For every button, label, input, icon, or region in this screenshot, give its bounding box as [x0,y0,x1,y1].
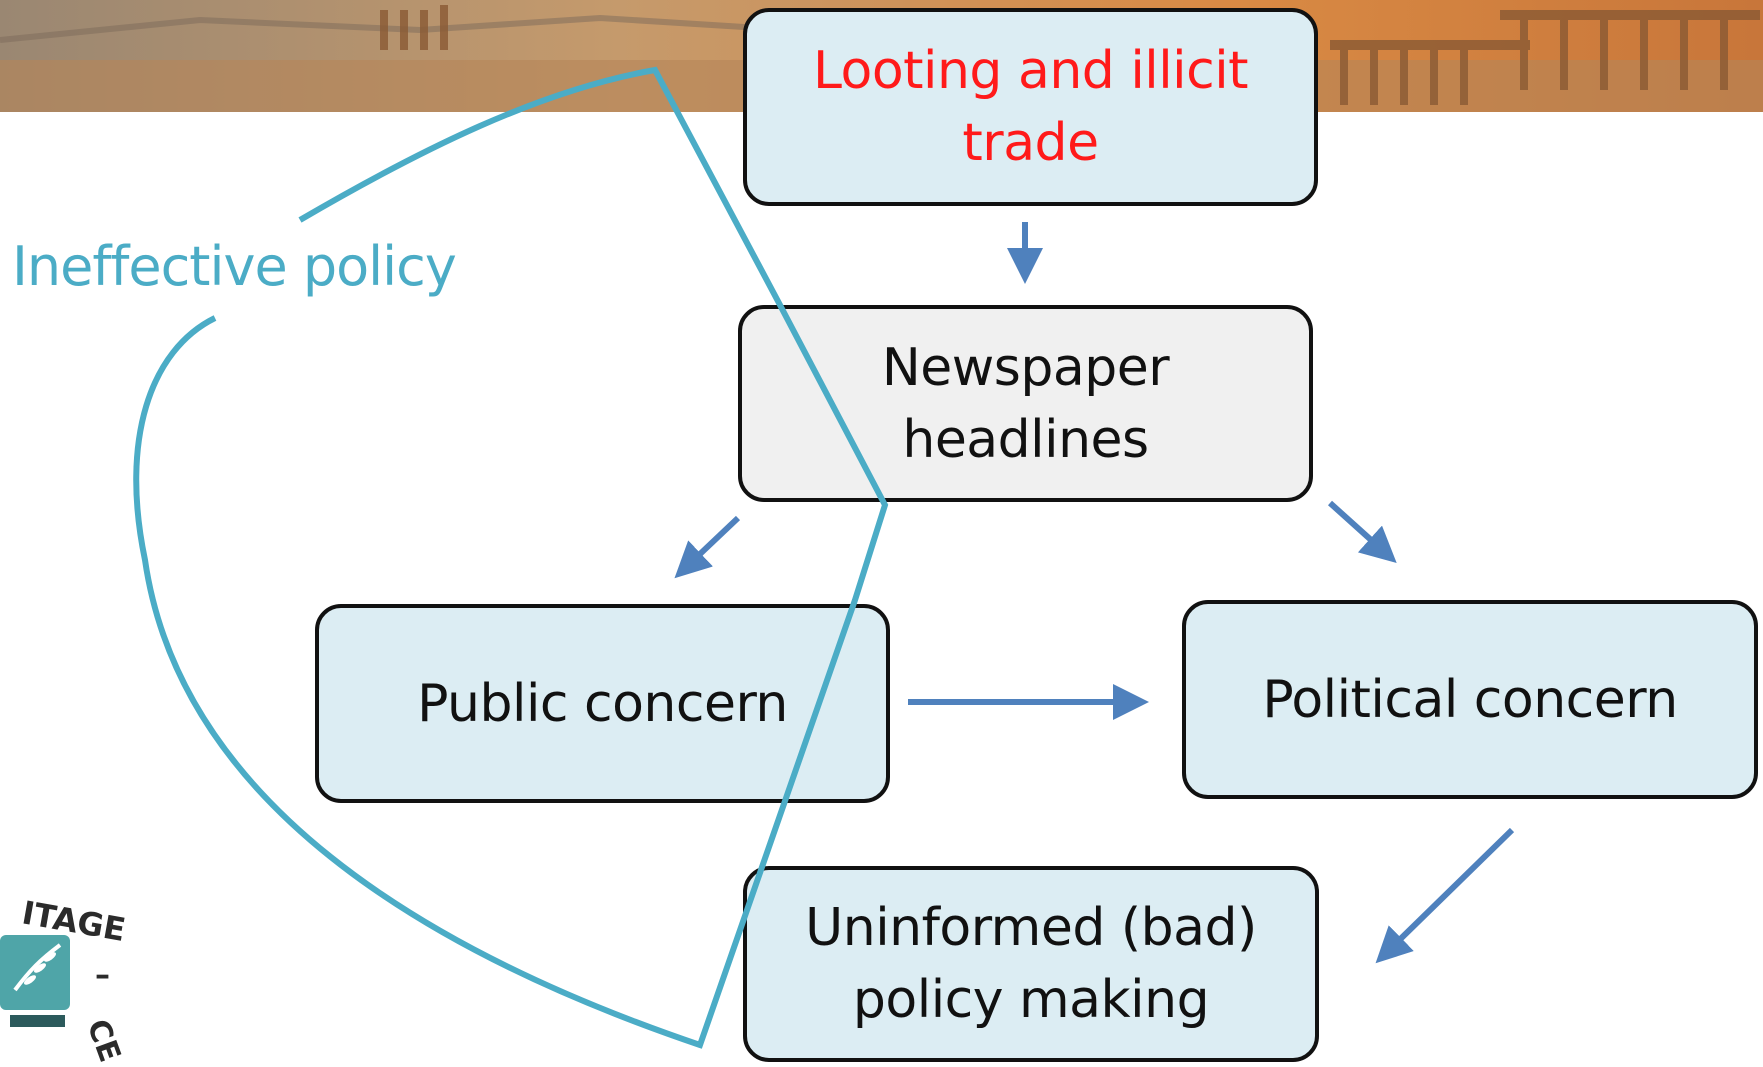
node-public-concern-label: Public concern [417,673,788,734]
node-uninformed-label: Uninformed (bad) policy making [805,898,1257,1030]
arrow-political-to-uninformed [1375,827,1515,964]
node-public-concern: Public concern [315,604,890,803]
node-newspaper-label: Newspaper headlines [881,337,1170,470]
node-newspaper-headlines: Newspaper headlines [738,305,1313,502]
node-political-concern: Political concern [1182,600,1758,799]
node-looting-label: Looting and illicit trade [812,41,1249,173]
node-political-concern-label: Political concern [1262,669,1678,730]
loop-label: Ineffective policy [12,235,457,298]
arrow-news-to-political [1327,500,1397,564]
node-looting: Looting and illicit trade [743,8,1318,206]
node-uninformed-policy: Uninformed (bad) policy making [743,866,1319,1062]
svg-text:CE: CE [80,1015,127,1062]
svg-text:–: – [95,958,110,993]
arrow-news-to-public [674,515,741,579]
heritage-logo: ITAGE – CE [0,890,140,1067]
